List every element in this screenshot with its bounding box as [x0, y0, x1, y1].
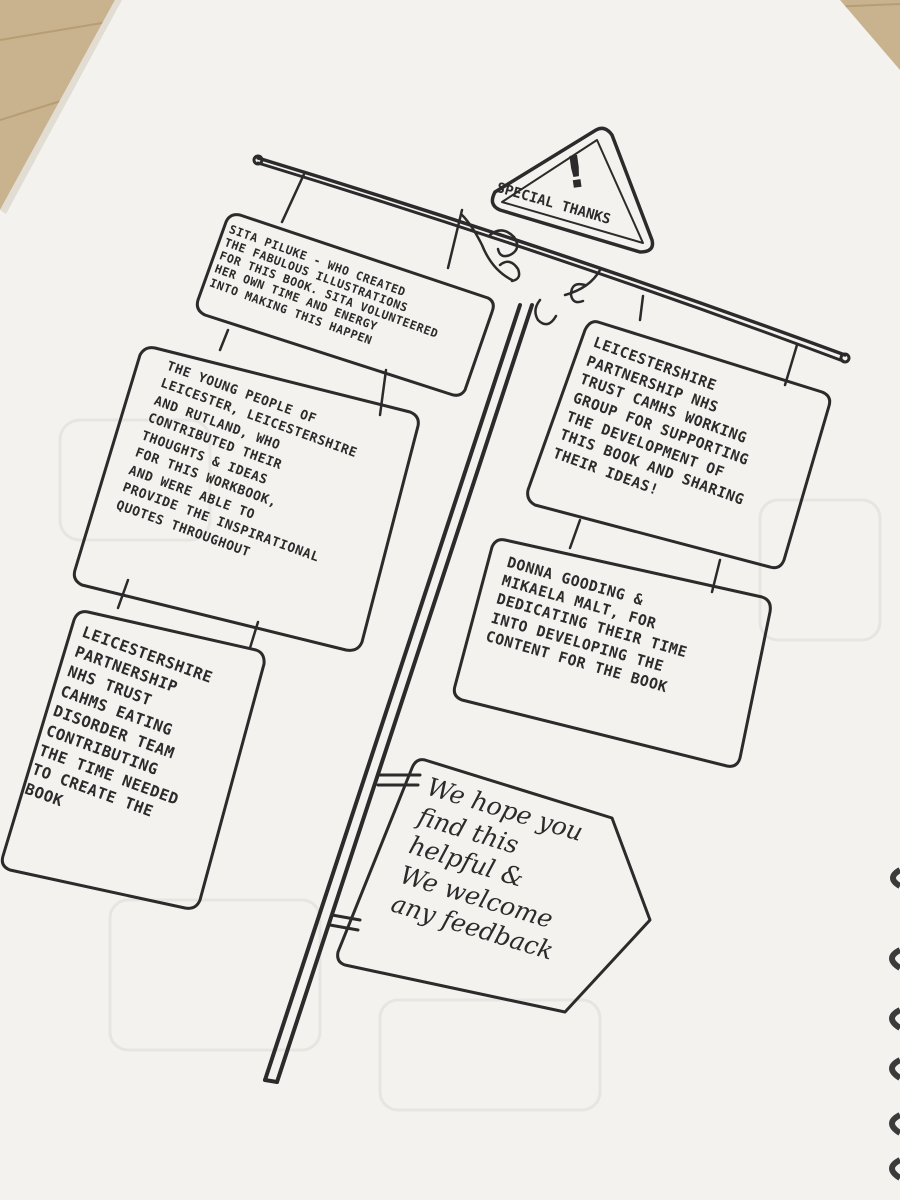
sign-board-camhs: [526, 320, 832, 570]
signpost-foot: [263, 1078, 279, 1084]
warning-sign: [490, 126, 655, 254]
paper-shadow: [0, 0, 122, 214]
hanger: [638, 294, 645, 322]
sign-board-donna-mikaela: [452, 538, 772, 768]
sign-board-young-people: [72, 346, 420, 652]
hanger: [280, 170, 307, 224]
crossbar-cap-right: [839, 352, 851, 364]
hanger: [218, 328, 230, 352]
warning-sign-inner: [501, 139, 644, 244]
hanger: [568, 518, 582, 550]
arrow-bracket: [328, 923, 360, 932]
scroll-bracket: [460, 213, 602, 326]
hanger: [378, 368, 388, 417]
sign-board-eating-disorder: [0, 610, 266, 910]
crossbar-cap-left: [252, 154, 264, 166]
arrow-bracket: [330, 913, 362, 922]
wood-grain: [0, 19, 121, 41]
crossbar-edge: [256, 161, 845, 363]
crossbar: [256, 156, 847, 357]
signpost-pole-edge: [275, 303, 534, 1084]
arrow-sign-feedback: [336, 758, 652, 1014]
ghost-drawing: [58, 418, 882, 1112]
signpost-pole: [263, 303, 522, 1082]
sign-board-sita: [195, 213, 495, 397]
hanger: [248, 620, 260, 650]
hanger: [783, 343, 799, 387]
signpost-drawing: [0, 126, 851, 1084]
hanger: [446, 208, 464, 270]
spiral-binding: [889, 867, 900, 1181]
